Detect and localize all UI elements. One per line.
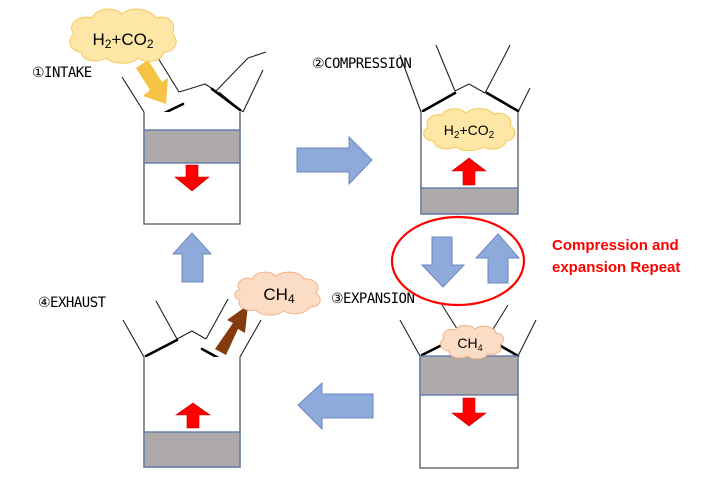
gas-label-ch4: CH4 — [457, 335, 482, 353]
piston-down-arrow — [174, 164, 210, 192]
intake-flow-arrow — [136, 60, 168, 104]
exhaust-valve-closed — [210, 87, 242, 112]
repeat-down-arrow — [420, 236, 466, 288]
cylinder-intake — [121, 51, 267, 225]
repeat-highlight — [390, 215, 526, 307]
piston — [143, 431, 241, 468]
piston-up-arrow — [451, 157, 487, 186]
gas-label-ch4: CH4 — [263, 285, 295, 306]
annotation-line-1: Compression and — [552, 237, 679, 254]
exhaust-gas-cloud: CH4 — [234, 271, 321, 316]
flow-arrow-up — [171, 232, 213, 283]
stroke-label-intake: ①INTAKE — [32, 65, 92, 81]
exhaust-valve-closed — [485, 91, 520, 113]
piston — [419, 355, 519, 396]
stroke-label-exhaust: ④EXHAUST — [38, 295, 107, 311]
cylinder-exhaust — [122, 298, 262, 468]
gas-label-h2-co2: H2+CO2 — [92, 30, 153, 51]
piston-up-arrow — [175, 402, 211, 429]
exhaust-flow-arrow — [215, 305, 248, 355]
flow-arrow-left — [297, 381, 374, 431]
cloud-shape — [234, 271, 321, 316]
cloud-shape — [69, 8, 177, 64]
piston — [143, 129, 241, 164]
intake-gas-cloud: H2+CO2 — [69, 8, 177, 64]
cylinder-head-exhaust — [122, 298, 262, 358]
highlight-ellipse — [390, 215, 526, 307]
flow-arrow-right — [296, 135, 373, 186]
compression-gas-cloud — [423, 108, 516, 152]
cylinder-expansion: CH4 — [399, 304, 537, 469]
annotation-line-2: expansion Repeat — [552, 259, 680, 276]
stroke-label-expansion: ③EXPANSION — [331, 291, 414, 307]
stroke-label-compression: ②COMPRESSION — [312, 56, 411, 72]
cylinder-head-compression — [399, 44, 531, 113]
cylinder-compression: H2+CO2 — [399, 44, 531, 215]
intake-valve-closed — [421, 91, 457, 113]
gas-label-h2-co2: H2+CO2 — [444, 122, 495, 141]
cylinder-head-intake — [121, 51, 267, 113]
expansion-gas-cloud — [440, 324, 504, 360]
piston — [420, 187, 519, 215]
piston-down-arrow — [451, 397, 487, 427]
repeat-up-arrow — [474, 233, 521, 284]
intake-valve-closed — [144, 338, 179, 358]
